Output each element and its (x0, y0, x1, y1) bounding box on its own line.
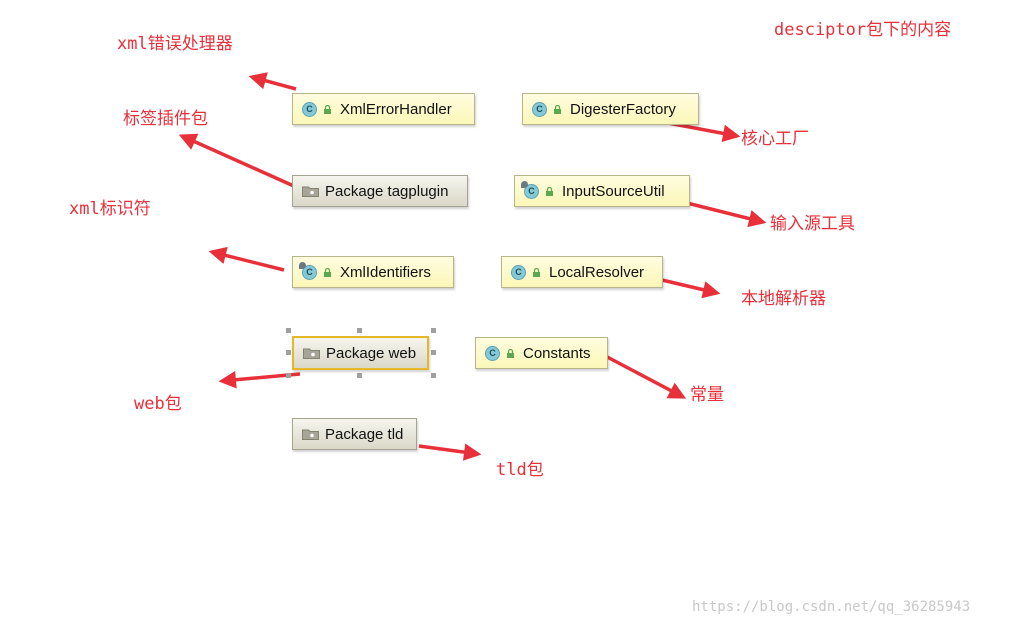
class-name: XmlErrorHandler (340, 100, 452, 118)
selection-handle[interactable] (431, 328, 436, 333)
class-name: LocalResolver (549, 263, 645, 281)
arrow-constants (593, 348, 687, 399)
arrow-tag-plugin (178, 133, 297, 189)
arrow-local-resolver (661, 278, 721, 299)
annotation-constants: 常量 (690, 385, 724, 405)
class-icon: C (532, 101, 547, 117)
arrow-input-source-tool (678, 199, 767, 228)
class-name: Constants (523, 344, 591, 362)
abstract-class-icon: C (299, 261, 317, 280)
watermark: https://blog.csdn.net/qq_36285943 (692, 599, 971, 615)
class-icon: C (485, 345, 500, 361)
package-name: Package tagplugin (325, 182, 449, 200)
selection-handle[interactable] (431, 373, 436, 378)
annotation-xml-identifier: xml标识符 (69, 199, 151, 219)
selection-handle[interactable] (286, 328, 291, 333)
selection-handle[interactable] (357, 328, 362, 333)
class-icon: C (302, 101, 317, 117)
annotation-web-pkg: web包 (134, 394, 182, 414)
class-name: DigesterFactory (570, 100, 676, 118)
annotation-xml-error-handler: xml错误处理器 (117, 34, 233, 54)
class-name: InputSourceUtil (562, 182, 665, 200)
class-node-digester-factory[interactable]: C DigesterFactory (522, 93, 699, 125)
package-name: Package web (326, 344, 417, 362)
package-icon (302, 186, 319, 197)
package-node-web[interactable]: Package web (292, 336, 429, 370)
package-icon (302, 429, 319, 440)
selection-handle[interactable] (357, 373, 362, 378)
abstract-class-icon: C (521, 180, 539, 199)
lock-icon (324, 104, 331, 114)
selection-handle[interactable] (286, 350, 291, 355)
class-node-xml-identifiers[interactable]: C XmlIdentifiers (292, 256, 454, 288)
package-icon (303, 348, 320, 359)
class-node-xml-error-handler[interactable]: C XmlErrorHandler (292, 93, 475, 125)
lock-icon (546, 186, 553, 196)
annotation-tld-pkg: tld包 (496, 460, 544, 480)
class-node-constants[interactable]: C Constants (475, 337, 608, 369)
annotation-input-source-tool: 输入源工具 (770, 214, 855, 234)
package-name: Package tld (325, 425, 404, 443)
lock-icon (533, 267, 540, 277)
annotation-core-factory: 核心工厂 (741, 129, 809, 149)
selection-handle[interactable] (431, 350, 436, 355)
selection-handle[interactable] (286, 373, 291, 378)
annotation-top-right: desciptor包下的内容 (774, 20, 952, 40)
class-node-local-resolver[interactable]: C LocalResolver (501, 256, 663, 288)
annotation-local-resolver: 本地解析器 (741, 289, 826, 309)
class-name: XmlIdentifiers (340, 263, 431, 281)
arrow-xml-identifiers (208, 246, 285, 272)
arrow-core-factory (667, 121, 741, 143)
package-node-tagplugin[interactable]: Package tagplugin (292, 175, 468, 207)
lock-icon (507, 348, 514, 358)
package-node-tld[interactable]: Package tld (292, 418, 417, 450)
arrow-tld-pkg (418, 443, 482, 461)
arrow-xml-error-handler (248, 72, 297, 91)
annotation-tag-plugin: 标签插件包 (123, 109, 208, 129)
class-icon: C (511, 264, 526, 280)
lock-icon (554, 104, 561, 114)
lock-icon (324, 267, 331, 277)
class-node-input-source-util[interactable]: C InputSourceUtil (514, 175, 690, 207)
